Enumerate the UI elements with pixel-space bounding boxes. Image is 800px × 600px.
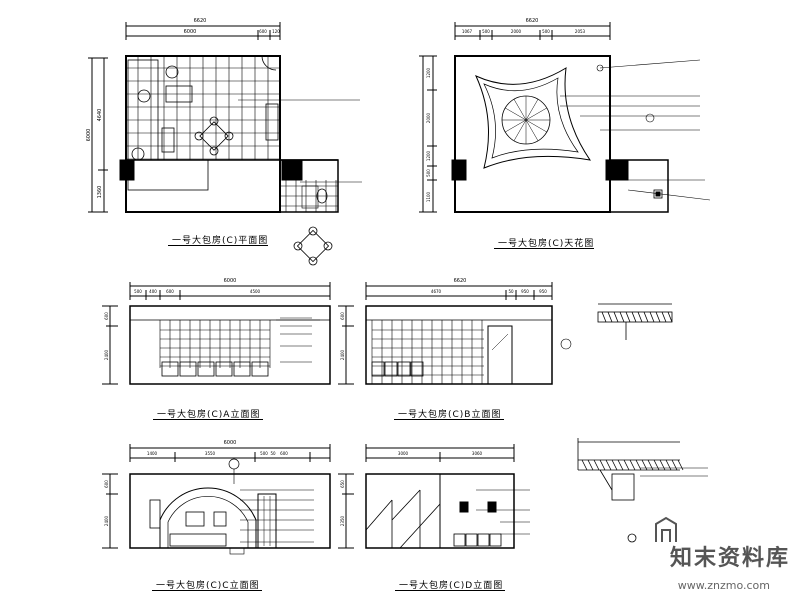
- ceiling-dim-top-b: 500: [482, 29, 490, 34]
- elev-b-dim-left-a: 600: [340, 312, 345, 320]
- elevation-c: 6000 1400 3550 500 50 600 600 2400: [102, 440, 331, 555]
- elev-b-dim-left-b: 2400: [340, 349, 345, 360]
- elevation-d: 3000 3060 650 2350: [338, 444, 530, 549]
- plan-dim-left-a: 4640: [97, 109, 103, 122]
- elev-b-dim-a: 4670: [431, 289, 442, 294]
- ceiling-dim-top-total: 6620: [526, 18, 539, 24]
- floor-plan: 6620 6000 600 120 6000 4640 1360: [86, 18, 362, 266]
- plan-dim-top-total: 6620: [194, 18, 207, 24]
- elev-c-dim-d: 50: [270, 451, 276, 456]
- plan-dim-left-total: 6000: [86, 129, 92, 142]
- ceiling-dim-left-a: 1200: [426, 67, 431, 78]
- elev-a-dim-b: 400: [149, 289, 157, 294]
- elev-d-dim-left-a: 650: [340, 480, 345, 488]
- ceiling-dim-top-e: 2053: [575, 29, 586, 34]
- ceiling-title: 一号大包房(C)天花图: [498, 239, 595, 249]
- ceiling-title-underline: [494, 248, 594, 249]
- plan-title: 一号大包房(C)平面图: [172, 236, 269, 246]
- plan-dim-top-c: 120: [272, 29, 280, 34]
- elev-a-title-underline: [153, 419, 263, 420]
- plan-dim-top-b: 600: [259, 29, 267, 34]
- elev-d-dim-left-b: 2350: [340, 515, 345, 526]
- ceiling-dim-left-d: 500: [426, 169, 431, 177]
- elev-a-dim-a: 500: [134, 289, 142, 294]
- elev-c-dim-b: 3550: [205, 451, 216, 456]
- ceiling-dim-top-d: 500: [542, 29, 550, 34]
- plan-dim-top-a: 6000: [184, 29, 197, 35]
- elev-a-dim-left-a: 600: [104, 312, 109, 320]
- ceiling-dim-top-a: 1067: [462, 29, 473, 34]
- elev-a-dim-d: 4500: [250, 289, 261, 294]
- elev-c-dim-left-a: 600: [104, 480, 109, 488]
- watermark-brand: 知末资料库: [669, 546, 790, 571]
- elev-a-title: 一号大包房(C)A立面图: [157, 410, 261, 420]
- elev-b-dim-d: 950: [539, 289, 547, 294]
- elev-b-title-underline: [394, 419, 504, 420]
- elevation-a: 6000 500 400 600 4500 600 2400: [102, 278, 331, 385]
- elev-c-dim-total: 6000: [224, 440, 237, 446]
- plan-dim-left-b: 1360: [97, 186, 103, 199]
- elev-b-dim-b: 50: [508, 289, 514, 294]
- elev-d-title-underline: [395, 590, 505, 591]
- ceiling-dim-left-c: 1200: [426, 150, 431, 161]
- ceiling-plan: 6620 1067 500 2000 500 2053 1200 2000 12…: [419, 18, 711, 213]
- elev-a-dim-c: 600: [166, 289, 174, 294]
- elev-b-dim-total: 6620: [454, 278, 467, 284]
- brand-logo: [655, 516, 677, 542]
- ceiling-dim-top-c: 2000: [511, 29, 522, 34]
- elev-c-dim-a: 1400: [147, 451, 158, 456]
- elev-a-dim-total: 6000: [224, 278, 237, 284]
- section-detail-large: [577, 438, 708, 543]
- ceiling-dim-left-e: 1100: [426, 191, 431, 202]
- elev-c-dim-c: 500: [260, 451, 268, 456]
- elevation-b: 6620 4670 50 950 950 600 2400: [338, 278, 572, 385]
- elev-b-dim-c: 950: [521, 289, 529, 294]
- watermark-url: www.znzmo.com: [677, 579, 770, 592]
- section-detail-small: [597, 303, 673, 340]
- elev-c-title-underline: [152, 590, 262, 591]
- elev-b-title: 一号大包房(C)B立面图: [398, 410, 502, 420]
- elev-a-dim-left-b: 2400: [104, 349, 109, 360]
- elev-d-dim-b: 3060: [472, 451, 483, 456]
- elev-d-dim-a: 3000: [398, 451, 409, 456]
- plan-title-underline: [168, 245, 268, 246]
- elev-d-title: 一号大包房(C)D立面图: [399, 581, 504, 591]
- elev-c-dim-left-b: 2400: [104, 515, 109, 526]
- ceiling-dim-left-b: 2000: [426, 112, 431, 123]
- elev-c-title: 一号大包房(C)C立面图: [156, 581, 260, 591]
- elev-c-dim-e: 600: [280, 451, 288, 456]
